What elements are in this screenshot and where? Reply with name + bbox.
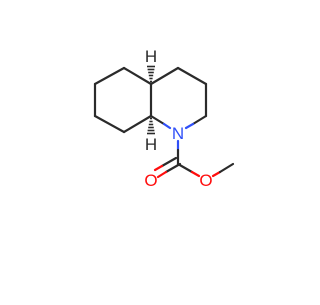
- bond-c8a-n-nitrogen-half: [162, 122, 172, 130]
- atom-label-ester-oxygen: O: [199, 171, 212, 190]
- bond-c4-c3: [176, 66, 208, 86]
- piperidine-ring: [149, 66, 208, 118]
- bond-c2-n-carbon-half: [191, 114, 208, 126]
- molecule-drawing: H H N O O: [93, 47, 235, 190]
- bond-ester-methyl-carbon-half: [218, 162, 235, 174]
- atom-label-carbonyl-oxygen: O: [144, 171, 157, 190]
- bond-c7-c8: [93, 114, 126, 134]
- bond-c8-c8a: [122, 114, 153, 134]
- bond-c4a-c4: [149, 66, 180, 86]
- atom-label-h-c8a: H: [145, 135, 157, 154]
- bond-carbonyl-double-b-oxygen: [153, 164, 164, 172]
- cyclohexane-ring: [93, 66, 153, 134]
- bond-carbonyl-ester-carbon-half: [176, 162, 194, 174]
- bond-carbonyl-double-a-oxygen: [156, 170, 168, 179]
- bond-ester-methyl-oxygen-half: [211, 170, 222, 178]
- bond-carbonyl-double-a-carbon: [164, 162, 182, 174]
- structure-canvas: H H N O O: [93, 47, 235, 190]
- bond-c2-n-nitrogen-half: [184, 122, 195, 130]
- bond-carbonyl-ester-oxygen-half: [190, 170, 201, 178]
- bond-c5-c6: [93, 66, 126, 86]
- carbamate-group: [153, 156, 235, 179]
- stereo-wedges: [147, 65, 155, 135]
- bond-carbonyl-double-b-carbon: [160, 156, 178, 168]
- hatched-wedge-c4a-h: [147, 65, 155, 83]
- hatched-wedge-c8a-h: [147, 117, 155, 135]
- nitrogen-bonds: [149, 114, 208, 166]
- atom-label-h-c4a: H: [145, 47, 157, 66]
- atom-labels: H H N O O: [144, 47, 212, 190]
- bond-c4a-c5: [122, 66, 153, 86]
- bond-c8a-n-carbon-half: [149, 114, 166, 126]
- atom-label-nitrogen: N: [172, 124, 184, 143]
